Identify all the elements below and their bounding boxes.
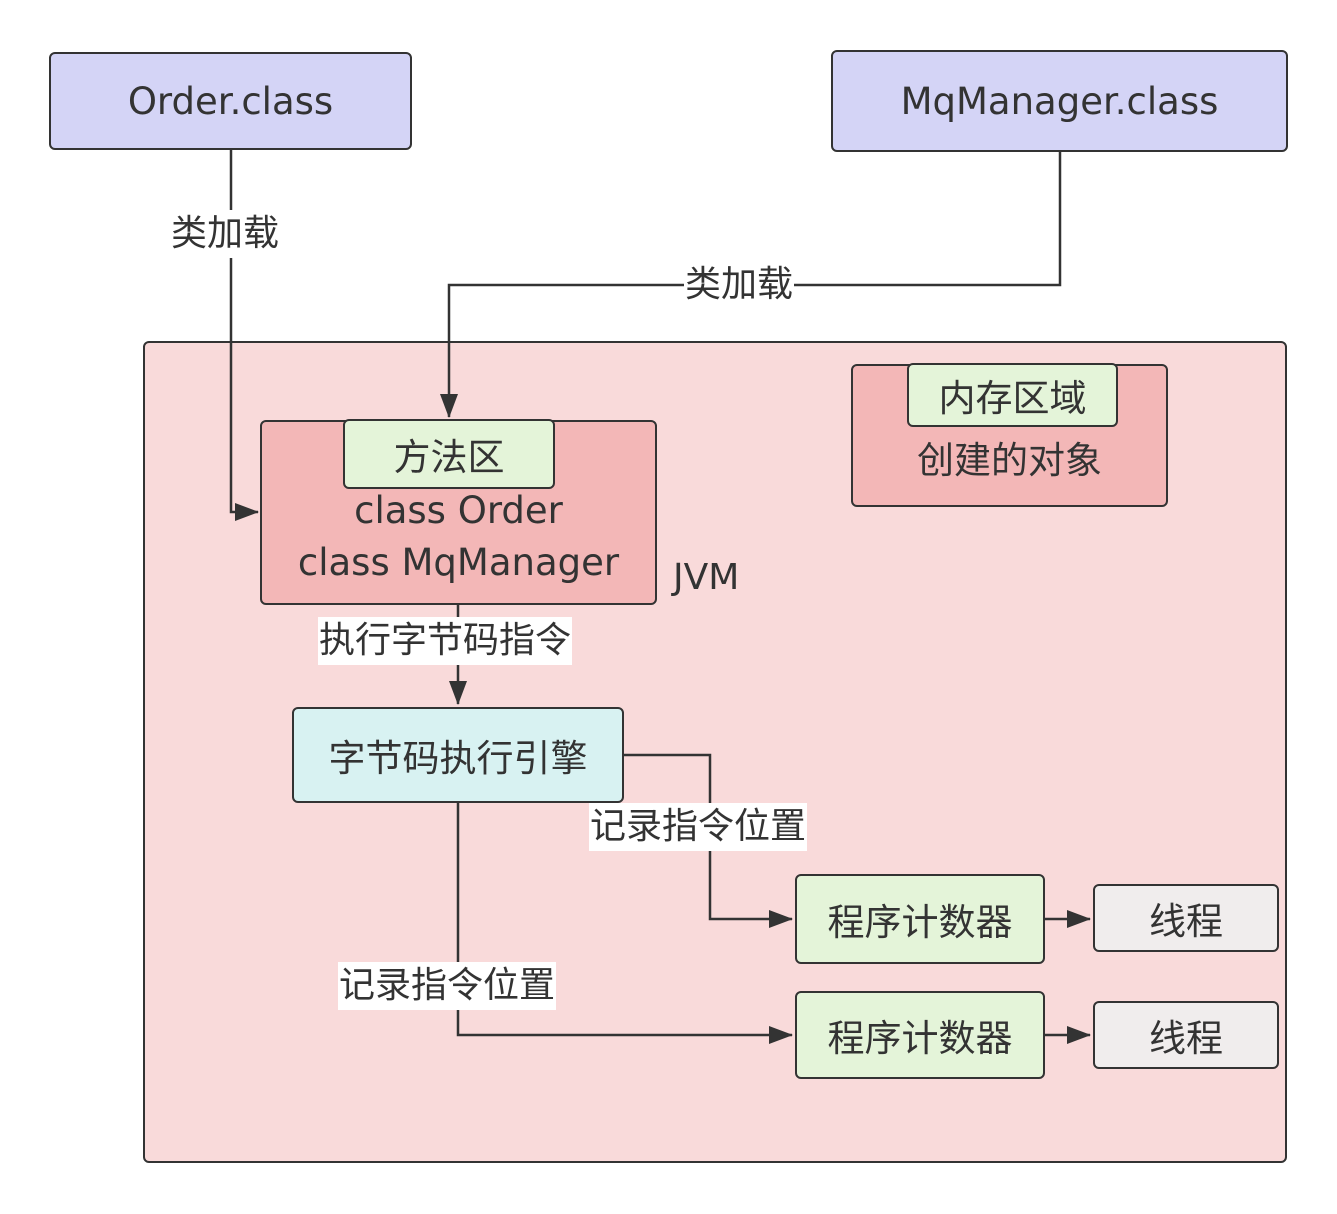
- edge-label-execute: 执行字节码指令: [318, 617, 573, 665]
- edge-label-record-1: 记录指令位置: [589, 803, 808, 851]
- edge-label-record-2: 记录指令位置: [338, 962, 557, 1010]
- method-area-line1: class Order: [354, 489, 563, 532]
- method-area-line2: class MqManager: [297, 541, 620, 584]
- order-class-node: Order.class: [49, 52, 412, 150]
- program-counter-2: 程序计数器: [795, 991, 1045, 1079]
- memory-area-title: 内存区域: [907, 363, 1118, 427]
- edge-order-to-method-area: [229, 150, 259, 521]
- program-counter-1: 程序计数器: [795, 874, 1045, 964]
- edge-engine-to-pc2: [456, 803, 793, 1044]
- method-area-title: 方法区: [343, 419, 555, 489]
- thread-2: 线程: [1093, 1001, 1279, 1069]
- thread-1: 线程: [1093, 884, 1279, 952]
- jvm-label: JVM: [673, 557, 740, 598]
- edge-label-mq-load: 类加载: [684, 261, 795, 309]
- mqmanager-class-label: MqManager.class: [900, 79, 1219, 123]
- mqmanager-class-node: MqManager.class: [831, 50, 1288, 152]
- edge-label-order-load: 类加载: [170, 210, 281, 258]
- order-class-label: Order.class: [127, 79, 334, 123]
- memory-area-content: 创建的对象: [917, 439, 1102, 482]
- bytecode-engine-node: 字节码执行引擎: [292, 707, 624, 803]
